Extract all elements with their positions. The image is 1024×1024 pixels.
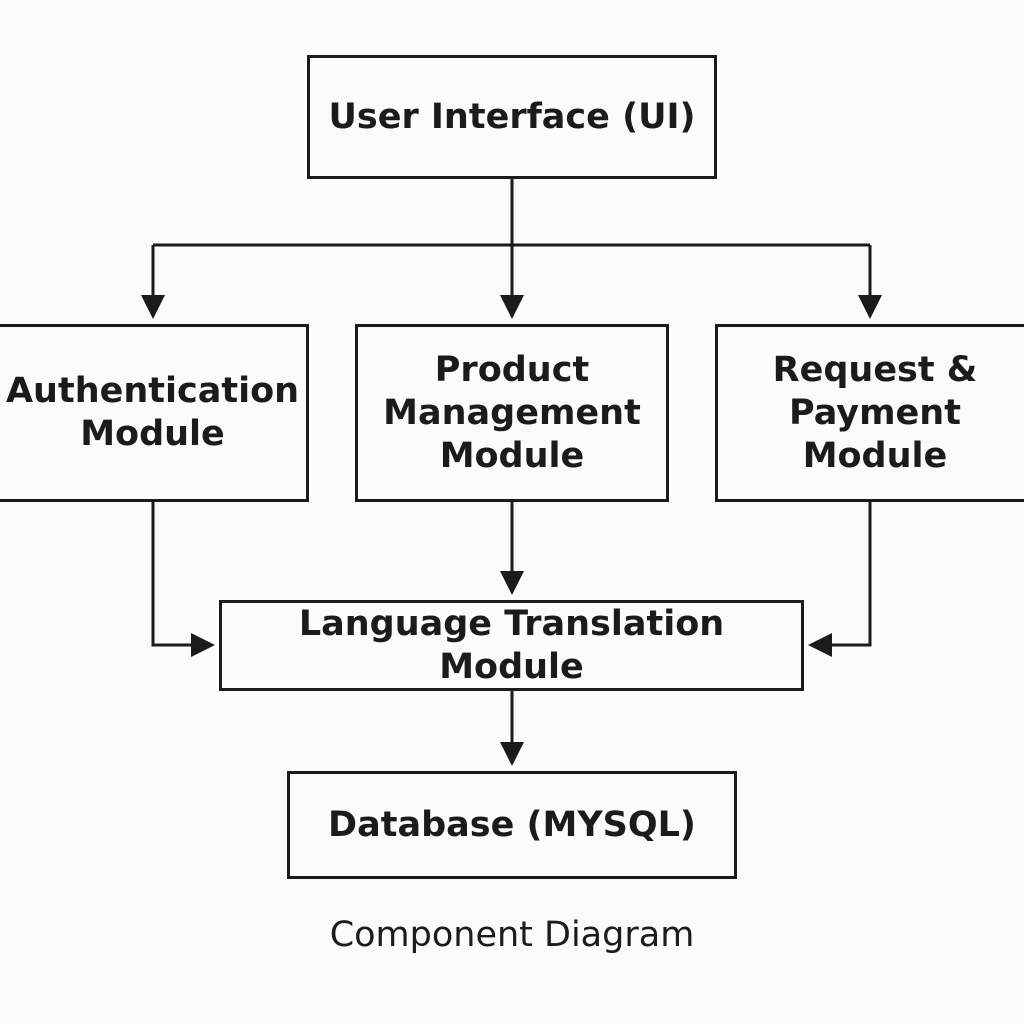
database-box: Database (MYSQL)	[287, 771, 737, 879]
diagram-caption: Component Diagram	[329, 915, 695, 955]
edge-auth-to-lang	[151, 502, 215, 657]
product-management-module-box: Product Management Module	[355, 324, 669, 502]
language-translation-module-box: Language Translation Module	[219, 600, 804, 691]
request-payment-module-box: Request & Payment Module	[715, 324, 1024, 502]
user-interface-box: User Interface (UI)	[307, 55, 717, 179]
edge-payment-to-lang	[808, 502, 872, 657]
authentication-module-box: Authentication Module	[0, 324, 309, 502]
